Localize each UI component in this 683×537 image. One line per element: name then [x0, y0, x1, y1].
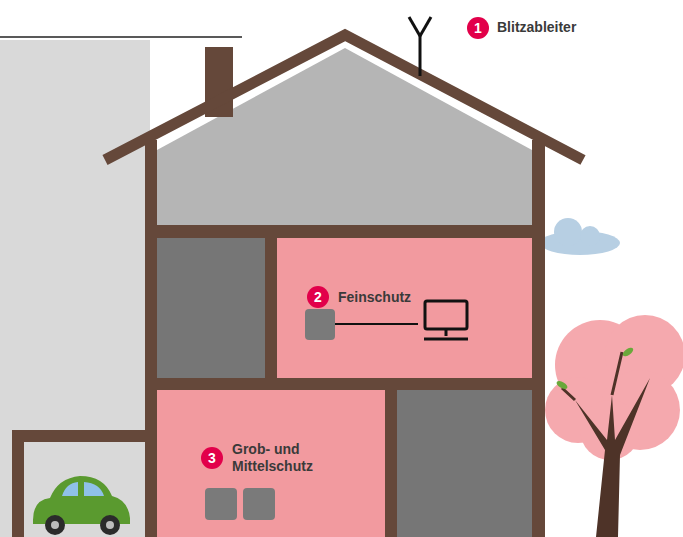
callout-number: 3 [201, 447, 223, 469]
garage-interior [24, 442, 145, 537]
skyline-line [0, 36, 242, 38]
car [33, 476, 130, 535]
coarse-protection-device [205, 488, 275, 520]
room-label: Grob- und Mittelschutz [232, 441, 332, 475]
highlighted-room: 3 Grob- und Mittelschutz [157, 390, 385, 537]
fine-protection-device [305, 309, 418, 340]
tree [545, 315, 683, 537]
walls [145, 140, 545, 537]
highlighted-room: 2 Feinschutz [277, 238, 532, 378]
garage [12, 430, 145, 537]
part-label: Blitzableiter [497, 19, 576, 36]
computer-icon [424, 301, 468, 339]
room-highlight [277, 238, 532, 378]
room [397, 390, 532, 537]
callout-number: 1 [467, 17, 489, 39]
roof [105, 35, 583, 160]
room [157, 238, 265, 378]
lightning-rod [409, 17, 431, 76]
attic [157, 48, 532, 225]
background-building [0, 40, 150, 537]
cloud [540, 218, 620, 255]
room-label: Feinschutz [338, 289, 411, 306]
room-highlight [157, 390, 385, 537]
callout-number: 2 [307, 286, 329, 308]
